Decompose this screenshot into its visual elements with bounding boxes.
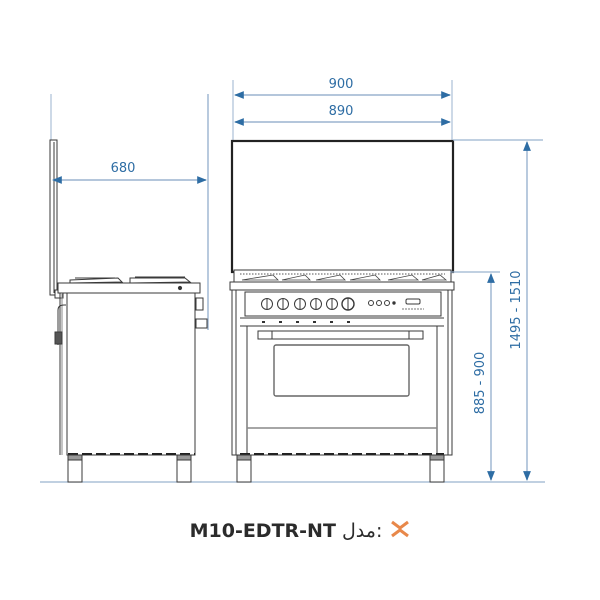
side-view [49,94,209,483]
dimension-worktop-height: 885 - 900 [473,273,495,481]
worktop-height-label: 885 - 900 [473,352,488,415]
dimension-total-height: 1495 - 1510 [509,141,531,481]
double-chevron-cross-icon [390,520,410,543]
model-caption: M10-EDTR-NT مدل: [0,520,600,543]
total-width-label: 900 [329,77,354,92]
control-knobs [261,297,424,311]
total-height-label: 1495 - 1510 [509,270,524,349]
dimension-inner-width: 890 [234,104,451,126]
model-label: مدل: [341,520,383,542]
front-view [229,80,455,483]
model-number: M10-EDTR-NT [189,520,336,542]
inner-width-label: 890 [329,104,354,119]
depth-label: 680 [111,161,136,176]
dimension-total-width: 900 [234,77,451,99]
dimension-depth: 680 [52,161,207,184]
